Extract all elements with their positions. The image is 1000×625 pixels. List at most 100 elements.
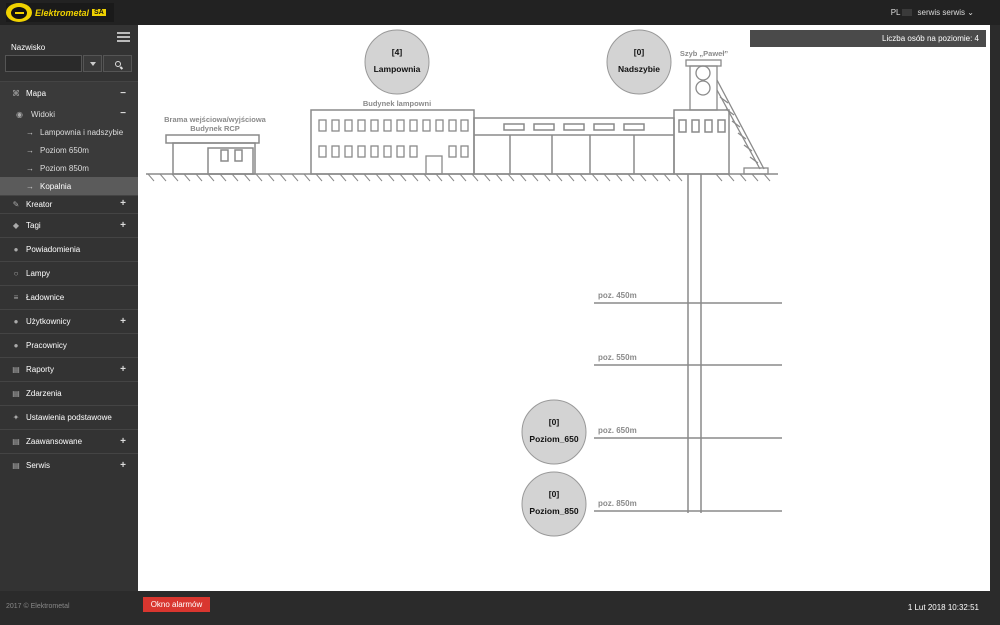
sidebar-item-powiadomienia[interactable]: ● Powiadomienia [0, 237, 138, 261]
level-label-550: poz. 550m [598, 353, 637, 362]
sidebar: Nazwisko ⌘ Mapa − ◉ Widoki − → Lampownia… [0, 25, 138, 591]
copyright-text: 2017 © Elektrometal [6, 603, 70, 610]
sidebar-item-label: Powiadomienia [26, 245, 81, 254]
sidebar-item-serwis[interactable]: ▤ Serwis + [0, 453, 138, 477]
sidebar-nav: ⌘ Mapa − ◉ Widoki − → Lampownia i nadszy… [0, 81, 138, 477]
chevron-down-icon: ⌄ [967, 8, 974, 17]
view-label: Poziom 850m [40, 163, 89, 173]
sidebar-item-label: Zaawansowane [26, 437, 83, 446]
sidebar-item-label: Ustawienia podstawowe [26, 413, 112, 422]
book-icon: ▤ [12, 461, 20, 470]
sidebar-item-label: Serwis [26, 461, 51, 470]
lamp-building [310, 109, 475, 175]
expand-icon: + [120, 316, 126, 327]
expand-icon: + [120, 220, 126, 231]
zone-count: [4] [392, 47, 403, 57]
level-label-850: poz. 850m [598, 499, 637, 508]
user-menu[interactable]: serwis serwis ⌄ [918, 8, 975, 17]
zone-name: Lampownia [374, 64, 421, 74]
search-input[interactable] [5, 55, 82, 72]
scrollbar-track [990, 25, 1000, 591]
search-icon [114, 60, 121, 67]
current-datetime: 1 Lut 2018 10:32:51 [907, 603, 979, 612]
shaft-label: Szyb „Paweł” [680, 49, 729, 58]
alarm-window-button[interactable]: Okno alarmów [143, 597, 210, 612]
zone-count: [0] [634, 47, 645, 57]
mine-shaft [687, 174, 702, 513]
expand-icon: + [120, 198, 126, 209]
view-poziom-650[interactable]: → Poziom 650m [0, 141, 138, 159]
sidebar-item-ustawienia[interactable]: ✦ Ustawienia podstawowe [0, 405, 138, 429]
sidebar-item-label: Ładownice [26, 293, 65, 302]
gate-building [165, 134, 260, 175]
logo-emblem-icon [6, 3, 32, 22]
tags-icon: ◆ [12, 221, 20, 230]
zone-count: [0] [549, 417, 560, 427]
search-button[interactable] [103, 55, 132, 72]
view-lampownia-nadszybie[interactable]: → Lampownia i nadszybie [0, 123, 138, 141]
sidebar-item-raporty[interactable]: ▤ Raporty + [0, 357, 138, 381]
zone-poziom-850[interactable]: [0] Poziom_850 [521, 471, 587, 537]
arrow-right-icon: → [26, 163, 34, 173]
sidebar-item-tagi[interactable]: ◆ Tagi + [0, 213, 138, 237]
expand-icon: + [120, 460, 126, 471]
sidebar-item-label: Mapa [26, 89, 47, 98]
sidebar-item-kreator[interactable]: ✎ Kreator + [0, 195, 138, 213]
sidebar-item-uzytkownicy[interactable]: ● Użytkownicy + [0, 309, 138, 333]
sidebar-item-mapa[interactable]: ⌘ Mapa − [0, 81, 138, 105]
caret-down-icon [89, 61, 96, 66]
headframe [685, 59, 769, 175]
search-label: Nazwisko [11, 43, 46, 52]
user-name: serwis serwis [917, 8, 966, 17]
menu-toggle-icon[interactable] [117, 32, 130, 42]
sidebar-item-label: Pracownicy [26, 341, 67, 350]
view-label: Lampownia i nadszybie [40, 127, 124, 137]
sidebar-item-label: Użytkownicy [26, 317, 71, 326]
gate-label-line1: Brama wejściowa/wyjściowa [164, 115, 267, 124]
list-icon: ≡ [13, 293, 19, 302]
eye-icon: ◉ [16, 109, 23, 119]
mine-map-svg: Brama wejściowa/wyjściowa Budynek RCP Bu… [146, 29, 782, 537]
sidebar-item-zdarzenia[interactable]: ▤ Zdarzenia [0, 381, 138, 405]
book-icon: ▤ [12, 365, 20, 374]
zone-name: Poziom_650 [529, 434, 578, 444]
top-bar: Elektrometal SA PL serwis serwis ⌄ [0, 0, 1000, 25]
view-kopalnia[interactable]: → Kopalnia [0, 177, 138, 195]
elektrometal-logo[interactable]: Elektrometal SA [6, 3, 114, 22]
bulb-icon: ○ [13, 269, 19, 278]
book-icon: ▤ [12, 389, 20, 398]
collapse-icon: − [120, 108, 126, 119]
sidebar-item-label: Tagi [26, 221, 41, 230]
mine-levels [594, 302, 782, 512]
bottom-bar: 2017 © Elektrometal Okno alarmów 1 Lut 2… [0, 591, 1000, 625]
sidebar-item-zaawansowane[interactable]: ▤ Zaawansowane + [0, 429, 138, 453]
zone-count: [0] [549, 489, 560, 499]
zone-poziom-650[interactable]: [0] Poziom_650 [521, 399, 587, 465]
language-selector[interactable]: PL [890, 8, 901, 17]
user-icon: ● [13, 317, 19, 326]
zone-lampownia[interactable]: [4] Lampownia [364, 29, 430, 95]
search-dropdown-button[interactable] [83, 55, 102, 72]
sidebar-item-lampy[interactable]: ○ Lampy [0, 261, 138, 285]
sidebar-item-label: Raporty [26, 365, 55, 374]
expand-icon: + [120, 364, 126, 375]
view-poziom-850[interactable]: → Poziom 850m [0, 159, 138, 177]
zone-nadszybie[interactable]: [0] Nadszybie [606, 29, 672, 95]
sidebar-item-widoki[interactable]: ◉ Widoki − [0, 105, 138, 123]
sidebar-item-label: Lampy [26, 269, 51, 278]
arrow-right-icon: → [26, 181, 34, 191]
gate-label-line2: Budynek RCP [190, 124, 240, 133]
users-icon: ● [13, 341, 19, 350]
users-icon: ● [13, 245, 19, 254]
lamp-building-label: Budynek lampowni [363, 99, 431, 108]
book-icon: ▤ [12, 437, 20, 446]
view-label: Poziom 650m [40, 145, 89, 155]
people-count-bar: Liczba osób na poziomie: 4 [750, 30, 986, 47]
flag-icon [901, 9, 912, 16]
logo-suffix: SA [92, 9, 106, 16]
sidebar-item-pracownicy[interactable]: ● Pracownicy [0, 333, 138, 357]
shaft-building [673, 109, 730, 175]
sidebar-item-ladownice[interactable]: ≡ Ładownice [0, 285, 138, 309]
view-label: Kopalnia [40, 181, 72, 191]
sidebar-item-label: Zdarzenia [26, 389, 62, 398]
